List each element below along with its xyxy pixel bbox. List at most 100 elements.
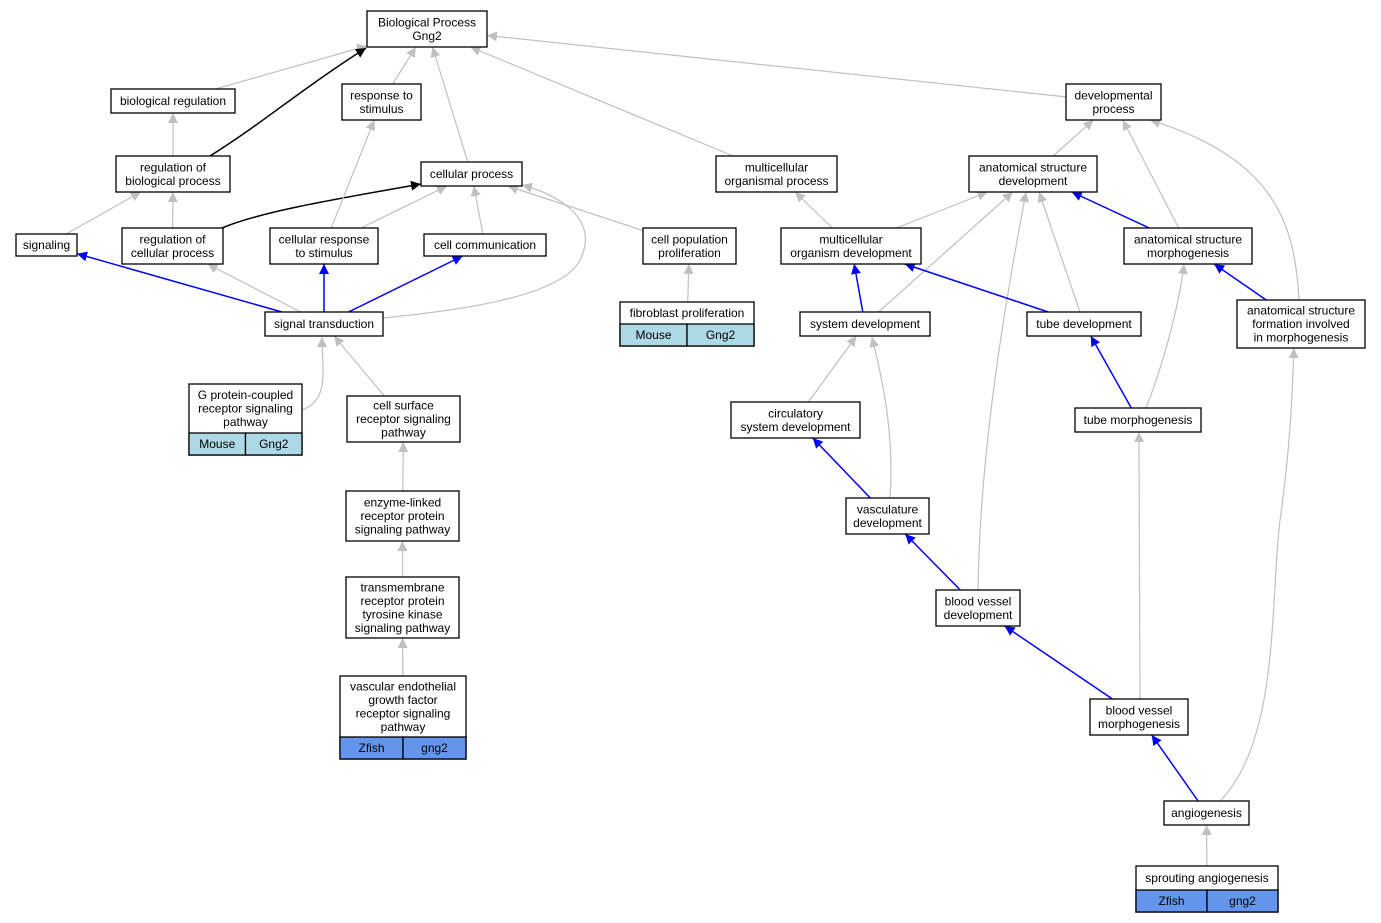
go-term-node-sysd[interactable]: system development (799, 311, 931, 337)
edge-is-a-sig-to-rbp (65, 191, 142, 235)
edge-is-a-breg-to-bp (215, 43, 368, 90)
node-label-line: receptor signaling (356, 707, 451, 721)
edge-regulates-vasc-to-circ (812, 437, 871, 499)
node-label-line: anatomical structure (979, 160, 1087, 174)
gene-tag-label: gng2 (421, 741, 448, 755)
go-term-node-ccom[interactable]: cell communication (423, 233, 547, 257)
node-label-line: anatomical structure (1134, 232, 1242, 246)
go-term-node-breg[interactable]: biological regulation (110, 88, 236, 114)
edge-is-a-asd-to-dev (1052, 119, 1094, 157)
node-label-line: response to (350, 89, 413, 103)
go-term-node-tubd[interactable]: tube development (1026, 311, 1142, 337)
go-term-node-tubm[interactable]: tube morphogenesis (1074, 407, 1202, 433)
edge-is-a-csr-to-st (333, 335, 385, 397)
node-label-line: development (999, 174, 1068, 188)
node-box (269, 227, 379, 265)
node-label-line: fibroblast proliferation (630, 306, 745, 320)
gene-tag-label: Gng2 (706, 328, 736, 342)
node-box (423, 233, 547, 257)
node-box (15, 233, 78, 257)
node-label-line: cellular process (430, 167, 513, 181)
edge-is-a-st-to-rcp (207, 263, 301, 313)
edge-is-a-asf-to-dev (1149, 118, 1300, 301)
node-label-line: vascular endothelial (350, 680, 456, 694)
node-label-line: vasculature (857, 503, 919, 517)
edge-regulates-tubm-to-tubd (1090, 335, 1132, 409)
species-tag-label: Mouse (635, 328, 671, 342)
node-label-line: circulatory (768, 406, 823, 420)
node-label-line: system development (810, 317, 921, 331)
node-label-line: signaling pathway (355, 621, 450, 635)
edge-is-a-tubm-to-asm (1145, 263, 1188, 409)
go-term-node-ang[interactable]: angiogenesis (1163, 800, 1250, 826)
node-label-line: sprouting angiogenesis (1145, 871, 1268, 885)
node-label-line: cell communication (434, 238, 536, 252)
edge-layer (65, 31, 1300, 867)
edge-is-a-crs-to-cell (360, 185, 448, 229)
node-label-line: Biological Process (378, 15, 476, 29)
gene-tag-cell (402, 736, 467, 760)
node-label-line: blood vessel (945, 595, 1012, 609)
node-label-line: signal transduction (274, 317, 374, 331)
node-box (345, 576, 460, 639)
node-label-line: process (1092, 102, 1134, 116)
node-label-line: to stimulus (295, 246, 352, 260)
node-label-line: signaling (23, 238, 70, 252)
node-box (780, 227, 922, 265)
node-label-line: morphogenesis (1098, 717, 1180, 731)
node-label-line: pathway (381, 720, 426, 734)
node-label-line: regulation of (139, 232, 206, 246)
edge-regulates-asm-to-asd (1071, 191, 1150, 229)
node-box (715, 155, 838, 193)
edge-is-a-st-to-cell (382, 182, 586, 319)
node-label-line: development (853, 516, 922, 530)
node-label-line: developmental (1074, 89, 1152, 103)
node-label-line: receptor signaling (356, 412, 451, 426)
node-box (1065, 83, 1162, 121)
edge-is-a-mod-to-mop (794, 191, 833, 229)
go-term-node-sig[interactable]: signaling (15, 233, 78, 257)
edge-is-a-mop-to-bp (470, 46, 734, 157)
node-box (341, 83, 422, 121)
species-tag-label: Zfish (1158, 894, 1184, 908)
go-term-node-cell[interactable]: cellular process (420, 161, 523, 187)
node-label-line: receptor signaling (198, 402, 293, 416)
node-box (1123, 227, 1253, 265)
edge-is-a-ang-to-asf (1219, 347, 1299, 802)
edge-is-a-dev-to-bp (486, 31, 1067, 98)
node-label-line: cell population (651, 232, 728, 246)
edge-is-a-circ-to-sysd (808, 335, 857, 403)
species-tag-label: Zfish (358, 741, 384, 755)
node-box (1236, 299, 1366, 349)
edge-regulates-tubd-to-mod (904, 262, 1049, 313)
go-term-node-st[interactable]: signal transduction (264, 311, 384, 337)
node-box (799, 311, 931, 337)
gene-tag-cell (244, 432, 303, 456)
edge-is-a-cpp-to-cell (507, 184, 644, 232)
